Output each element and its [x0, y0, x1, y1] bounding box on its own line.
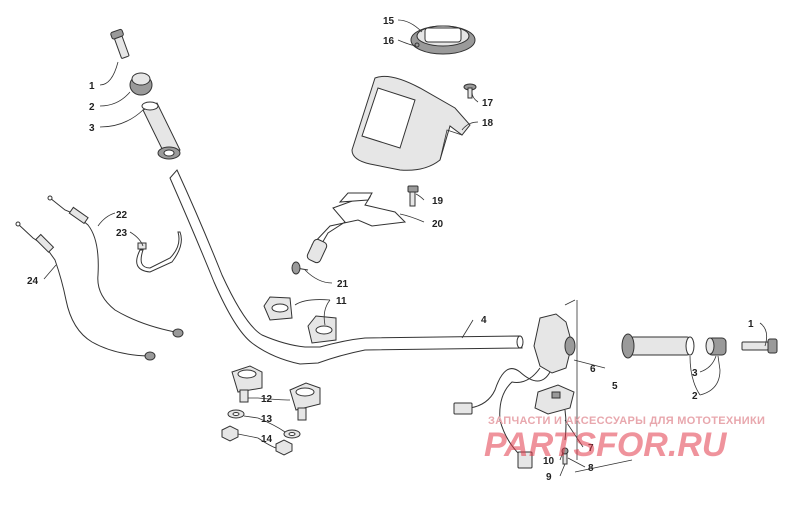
connector-bottom	[517, 451, 533, 469]
cable-tie-23	[136, 231, 182, 273]
washers	[227, 409, 301, 439]
instrument-housing	[351, 75, 471, 171]
callout-7: 7	[588, 443, 594, 454]
callout-23: 23	[116, 228, 128, 239]
bolt-19	[407, 185, 419, 207]
left-bar-end-weight	[129, 72, 153, 96]
callout-12: 12	[261, 394, 273, 405]
callout-18: 18	[482, 118, 494, 129]
callout-21: 21	[337, 279, 349, 290]
right-bar-end-weight	[705, 337, 727, 356]
left-grip-assembly	[110, 28, 181, 160]
lower-clamp-left	[231, 365, 263, 403]
callout-5: 5	[612, 381, 618, 392]
callout-24: 24	[27, 276, 39, 287]
brake-cable-24	[15, 221, 156, 361]
handlebar	[169, 169, 524, 365]
callout-labels: 1 2 3 1 3 2 4 5 6 7 8 9 10 11 12 13 14 1…	[27, 16, 754, 483]
callout-17: 17	[482, 98, 494, 109]
callout-1-left: 1	[89, 81, 95, 92]
upper-clamp-right	[307, 315, 337, 344]
callout-10: 10	[543, 456, 555, 467]
switch-housing	[533, 313, 576, 374]
cable-clamp-21	[291, 238, 328, 275]
callout-13: 13	[261, 414, 273, 425]
callout-2-left: 2	[89, 102, 95, 113]
callout-6: 6	[590, 364, 596, 375]
callout-2-right: 2	[692, 391, 698, 402]
gauge-assembly	[410, 25, 476, 55]
right-grip	[621, 333, 695, 359]
left-bar-end-bolt	[110, 28, 130, 59]
mount-bracket	[311, 192, 407, 251]
callout-3-left: 3	[89, 123, 95, 134]
callout-19: 19	[432, 196, 444, 207]
upper-clamp-left	[263, 296, 293, 321]
callout-15: 15	[383, 16, 395, 27]
callout-11: 11	[336, 296, 347, 307]
screw-17	[463, 83, 477, 99]
throttle-cable-22	[47, 195, 184, 338]
lower-clamp-right	[289, 382, 321, 421]
callout-20: 20	[432, 219, 444, 230]
callout-8: 8	[588, 463, 594, 474]
watermark-brand: PARTSFOR.RU	[484, 426, 728, 464]
nuts	[221, 425, 293, 456]
callout-1-right: 1	[748, 319, 754, 330]
callout-14: 14	[261, 434, 273, 445]
callout-9: 9	[546, 472, 552, 483]
watermark: ЗАПЧАСТИ И АКСЕССУАРЫ ДЛЯ МОТОТЕХНИКИ PA…	[484, 415, 765, 464]
switch-assembly	[453, 299, 633, 473]
callout-4: 4	[481, 315, 487, 326]
callout-22: 22	[116, 210, 128, 221]
switch-7	[534, 384, 575, 415]
right-bar-end-bolt	[741, 338, 778, 354]
callout-16: 16	[383, 36, 395, 47]
leader-lines	[43, 19, 768, 477]
connector-left	[453, 402, 473, 415]
left-grip	[141, 101, 181, 160]
watermark-tagline: ЗАПЧАСТИ И АКСЕССУАРЫ ДЛЯ МОТОТЕХНИКИ	[488, 415, 765, 427]
callout-3-right: 3	[692, 368, 698, 379]
right-grip-assembly	[621, 333, 778, 359]
